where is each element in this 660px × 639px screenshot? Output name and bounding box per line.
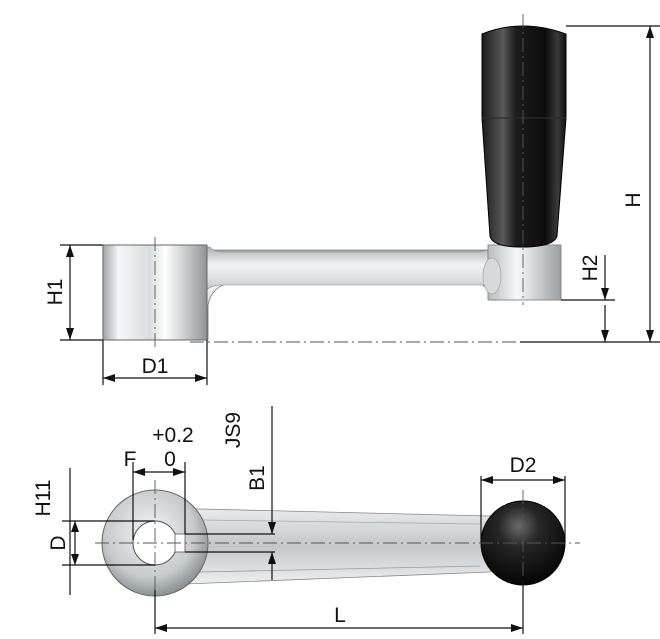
dim-label-b1: B1 — [246, 465, 269, 491]
dim-label-h2: H2 — [579, 255, 602, 282]
dim-label-h: H — [622, 192, 645, 207]
dim-label-l: L — [334, 604, 346, 627]
top-view-dimensions: H11 D F +0.2 0 JS9 B1 D2 — [32, 406, 566, 634]
top-arm — [159, 507, 501, 586]
boss-fillet — [482, 257, 502, 295]
dim-label-d1: D1 — [142, 355, 169, 378]
top-view — [95, 480, 580, 605]
dim-label-d2: D2 — [510, 454, 537, 477]
dim-label-js9: JS9 — [222, 412, 245, 448]
dim-label-h1: H1 — [44, 279, 67, 306]
arm-bar — [179, 245, 498, 301]
dim-label-f: F — [124, 448, 137, 471]
dim-label-h11: H11 — [32, 480, 55, 517]
tolerance-lower: 0 — [164, 448, 176, 471]
tolerance-upper: +0.2 — [152, 424, 193, 447]
knob — [481, 25, 567, 248]
side-view-dimensions: H H1 H2 D1 — [44, 25, 660, 385]
side-view — [102, 14, 650, 350]
dim-label-d: D — [47, 535, 70, 550]
